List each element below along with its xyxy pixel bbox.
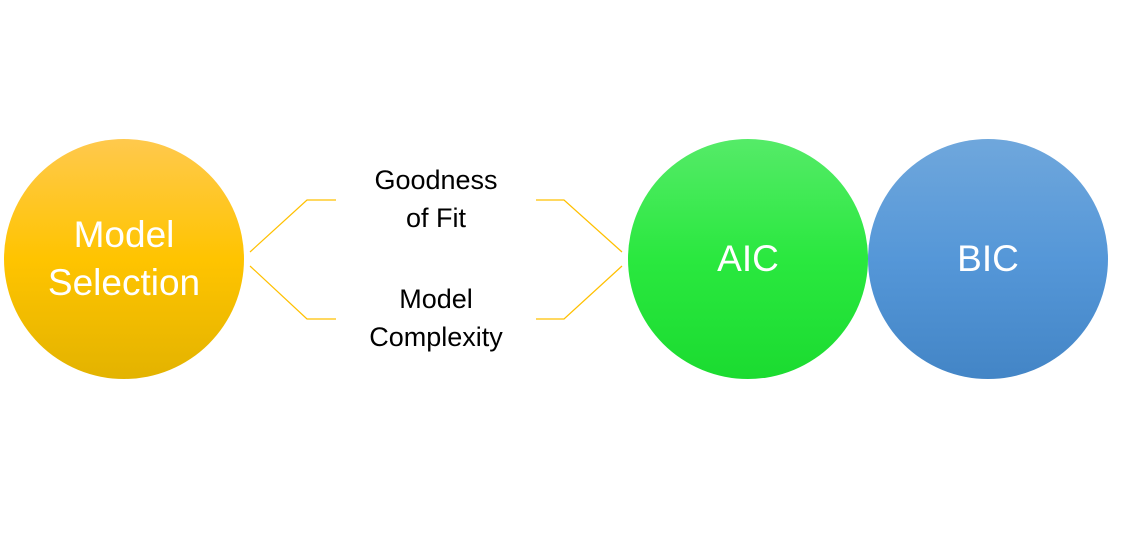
goodness-of-fit-label: Goodness of Fit <box>336 161 536 237</box>
model-selection-line1: Model <box>73 214 175 255</box>
connector-left-bottom <box>249 265 336 320</box>
connector-left-top <box>249 199 336 253</box>
connector-right-top <box>536 199 623 253</box>
bic-node: BIC <box>868 139 1108 379</box>
bic-label: BIC <box>957 238 1019 279</box>
model-selection-line2: Selection <box>47 262 201 303</box>
goodness-line2: of Fit <box>405 203 466 233</box>
complexity-line2: Complexity <box>369 322 503 352</box>
aic-label: AIC <box>717 238 779 279</box>
goodness-line1: Goodness <box>374 165 498 195</box>
complexity-line1: Model <box>399 284 473 314</box>
connector-right-bottom <box>536 265 623 320</box>
aic-node: AIC <box>628 139 868 379</box>
